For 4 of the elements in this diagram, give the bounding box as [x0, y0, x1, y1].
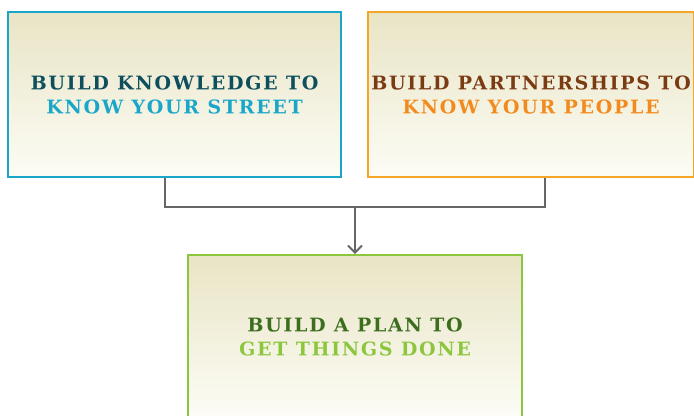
text-box: BUILD A PLAN TO GET THINGS DONE: [187, 254, 523, 416]
connector-arrow: [347, 178, 546, 254]
text-box: BUILD KNOWLEDGE TO KNOW YOUR STREET: [7, 11, 342, 178]
text-box: BUILD PARTNERSHIPS TO KNOW YOUR PEOPLE: [367, 11, 694, 178]
